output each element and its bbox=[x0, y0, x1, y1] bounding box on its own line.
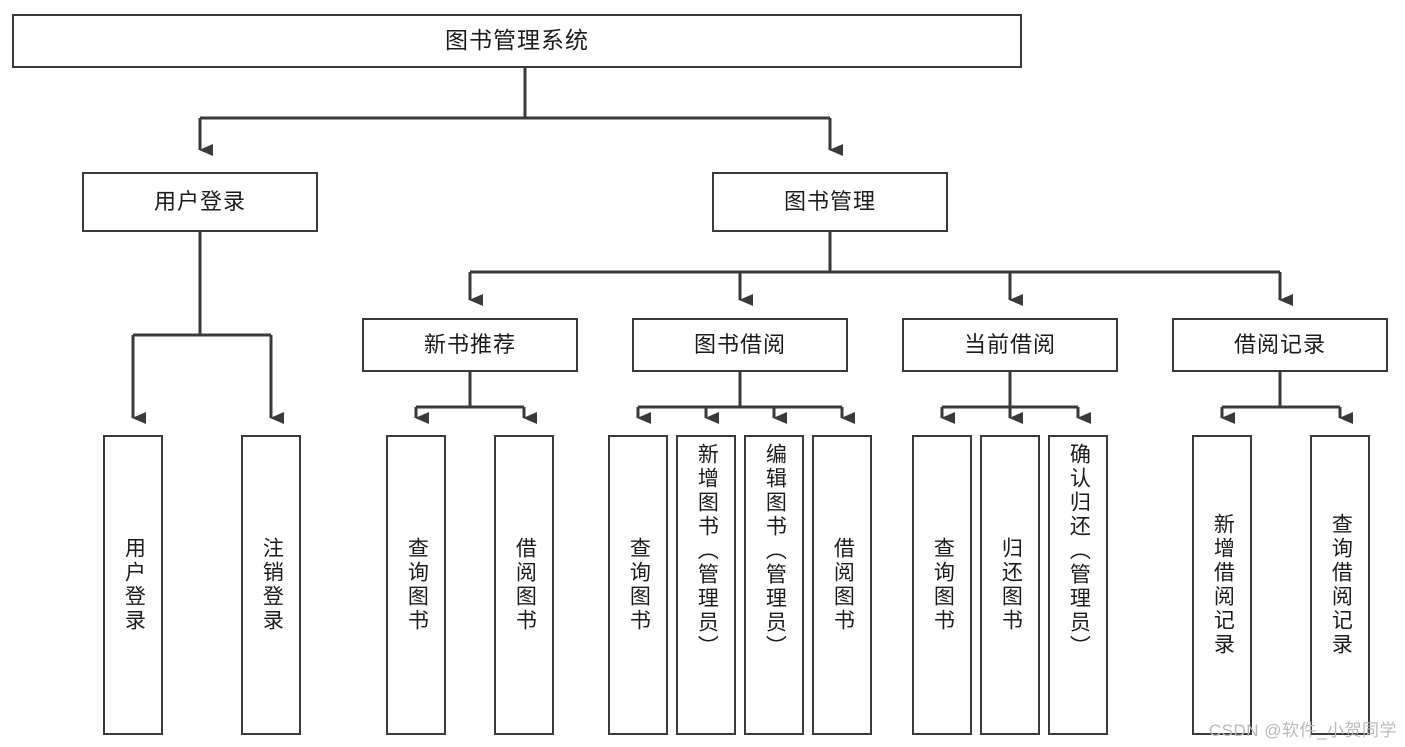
leaf-book-borrow-borrow-book[interactable]: 借阅图书 bbox=[812, 435, 872, 735]
leaf-label: 借阅图书 bbox=[831, 537, 855, 633]
node-label: 新书推荐 bbox=[423, 332, 516, 358]
leaf-label: 查询借阅记录 bbox=[1329, 513, 1353, 657]
node-label: 借阅记录 bbox=[1233, 332, 1326, 358]
leaf-new-book-borrow-book[interactable]: 借阅图书 bbox=[494, 435, 554, 735]
leaf-user-login-logout[interactable]: 注销登录 bbox=[241, 435, 301, 735]
leaf-label: 查询图书 bbox=[405, 537, 429, 633]
csdn-watermark: CSDN @软件_小贺同学 bbox=[1208, 721, 1397, 740]
node-new-book-recommend[interactable]: 新书推荐 bbox=[362, 318, 578, 372]
node-label: 图书管理 bbox=[783, 189, 876, 215]
leaf-current-borrow-query-book[interactable]: 查询图书 bbox=[912, 435, 972, 735]
leaf-label: 用户登录 bbox=[122, 537, 146, 633]
leaf-label: 借阅图书 bbox=[513, 537, 537, 633]
node-root-book-management-system[interactable]: 图书管理系统 bbox=[12, 14, 1022, 68]
node-current-borrow[interactable]: 当前借阅 bbox=[902, 318, 1118, 372]
leaf-current-borrow-return-book[interactable]: 归还图书 bbox=[980, 435, 1040, 735]
leaf-book-borrow-add-book-admin[interactable]: 新增图书（管理员） bbox=[676, 435, 736, 735]
node-label: 当前借阅 bbox=[963, 332, 1056, 358]
node-label: 用户登录 bbox=[153, 189, 246, 215]
leaf-label: 归还图书 bbox=[999, 537, 1023, 633]
leaf-book-borrow-query-book[interactable]: 查询图书 bbox=[608, 435, 668, 735]
leaf-label: 查询图书 bbox=[931, 537, 955, 633]
leaf-label: 编辑图书（管理员） bbox=[763, 443, 787, 659]
leaf-book-borrow-edit-book-admin[interactable]: 编辑图书（管理员） bbox=[744, 435, 804, 735]
leaf-new-book-query-book[interactable]: 查询图书 bbox=[386, 435, 446, 735]
leaf-current-borrow-confirm-return-admin[interactable]: 确认归还（管理员） bbox=[1048, 435, 1108, 735]
leaf-label: 注销登录 bbox=[260, 537, 284, 633]
leaf-label: 新增借阅记录 bbox=[1211, 513, 1235, 657]
node-book-management[interactable]: 图书管理 bbox=[712, 172, 948, 232]
leaf-borrow-record-add-record[interactable]: 新增借阅记录 bbox=[1192, 435, 1252, 735]
leaf-borrow-record-query-record[interactable]: 查询借阅记录 bbox=[1310, 435, 1370, 735]
node-label: 图书管理系统 bbox=[445, 27, 589, 54]
node-borrow-record[interactable]: 借阅记录 bbox=[1172, 318, 1388, 372]
node-label: 图书借阅 bbox=[693, 332, 786, 358]
leaf-user-login-login[interactable]: 用户登录 bbox=[103, 435, 163, 735]
leaf-label: 确认归还（管理员） bbox=[1067, 443, 1091, 659]
node-book-borrow[interactable]: 图书借阅 bbox=[632, 318, 848, 372]
leaf-label: 查询图书 bbox=[627, 537, 651, 633]
leaf-label: 新增图书（管理员） bbox=[695, 443, 719, 659]
node-user-login[interactable]: 用户登录 bbox=[82, 172, 318, 232]
